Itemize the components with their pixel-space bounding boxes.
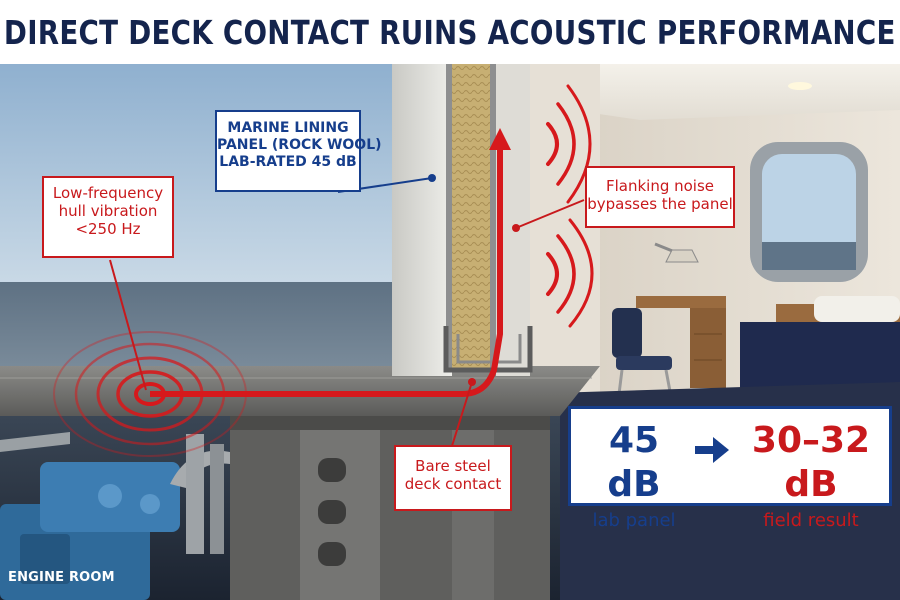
arrow-up-icon — [489, 128, 511, 150]
leader-line-hull — [109, 259, 147, 391]
lab-result: 45 dB lab panel — [579, 419, 689, 535]
title-bar: DIRECT DECK CONTACT RUINS ACOUSTIC PERFO… — [0, 0, 900, 64]
deck-flange — [230, 416, 550, 430]
marine-panel-callout: MARINE LINING PANEL (ROCK WOOL) LAB-RATE… — [215, 110, 382, 192]
engine-cylinder — [140, 494, 160, 514]
hull-vibration-callout: Low-frequency hull vibration <250 Hz — [42, 176, 174, 258]
u-channel-inner — [456, 334, 522, 364]
callout-line: Low-frequency — [52, 184, 164, 202]
sound-wave-arcs-icon — [546, 84, 594, 328]
leader-dot — [468, 378, 476, 386]
bed-pillow — [814, 296, 900, 322]
bed-blanket — [740, 322, 900, 394]
chair-seat — [616, 356, 672, 370]
arrow-right-icon — [695, 437, 729, 463]
panel-skin-outer — [490, 64, 496, 370]
field-result: 30–32 dB field result — [731, 419, 891, 535]
flanking-noise-path — [150, 144, 503, 397]
u-channel-track — [443, 326, 533, 373]
desk-drawers — [690, 308, 726, 388]
desk-top — [636, 296, 726, 308]
flanking-noise-callout: Flanking noise bypasses the panel — [585, 166, 735, 228]
engine-pipe — [186, 434, 204, 554]
deck-contact-callout: Bare steel deck contact — [394, 445, 512, 511]
engine-cylinder — [98, 484, 122, 508]
girder-cutout — [318, 458, 346, 482]
callout-line: hull vibration — [58, 202, 158, 220]
callout-line: LAB-RATED 45 dB — [219, 153, 357, 170]
callout-line: PANEL (ROCK WOOL) — [217, 136, 382, 153]
engine-room-label: ENGINE ROOM — [8, 570, 115, 585]
chair-back — [612, 308, 642, 358]
porthole-window — [762, 154, 856, 270]
field-label: field result — [763, 510, 859, 531]
rock-wool-core — [452, 64, 490, 370]
callout-line: deck contact — [404, 475, 502, 493]
leader-dot — [512, 224, 520, 232]
girder-cutout — [318, 542, 346, 566]
engine-pipe — [0, 432, 70, 452]
callout-line: Bare steel — [415, 457, 491, 475]
wall-lamp — [665, 249, 699, 263]
inner-wall-panel — [392, 64, 452, 376]
callout-line: Flanking noise — [605, 177, 715, 195]
callout-line: MARINE LINING — [227, 120, 349, 136]
field-value: 30–32 dB — [751, 420, 871, 505]
leader-line-deck — [451, 381, 473, 447]
cabin-ceiling — [530, 64, 900, 120]
page-title: DIRECT DECK CONTACT RUINS ACOUSTIC PERFO… — [4, 12, 896, 52]
lab-value: 45 dB — [607, 420, 661, 505]
leader-line-flank — [515, 199, 585, 229]
callout-line: <250 Hz — [75, 220, 141, 238]
girder-cutout — [318, 500, 346, 524]
ceiling-light — [788, 82, 812, 90]
sea — [0, 282, 392, 372]
cabin-side-wall — [530, 64, 600, 394]
engine-block — [20, 534, 70, 584]
engine-pipe — [210, 444, 224, 554]
result-comparison-box: 45 dB lab panel 30–32 dB field result — [568, 406, 892, 531]
panel-skin-inner — [446, 64, 452, 370]
lab-label: lab panel — [592, 510, 676, 531]
porthole-sea — [762, 242, 856, 270]
callout-line: bypasses the panel — [587, 195, 733, 213]
leader-dot — [428, 174, 436, 182]
